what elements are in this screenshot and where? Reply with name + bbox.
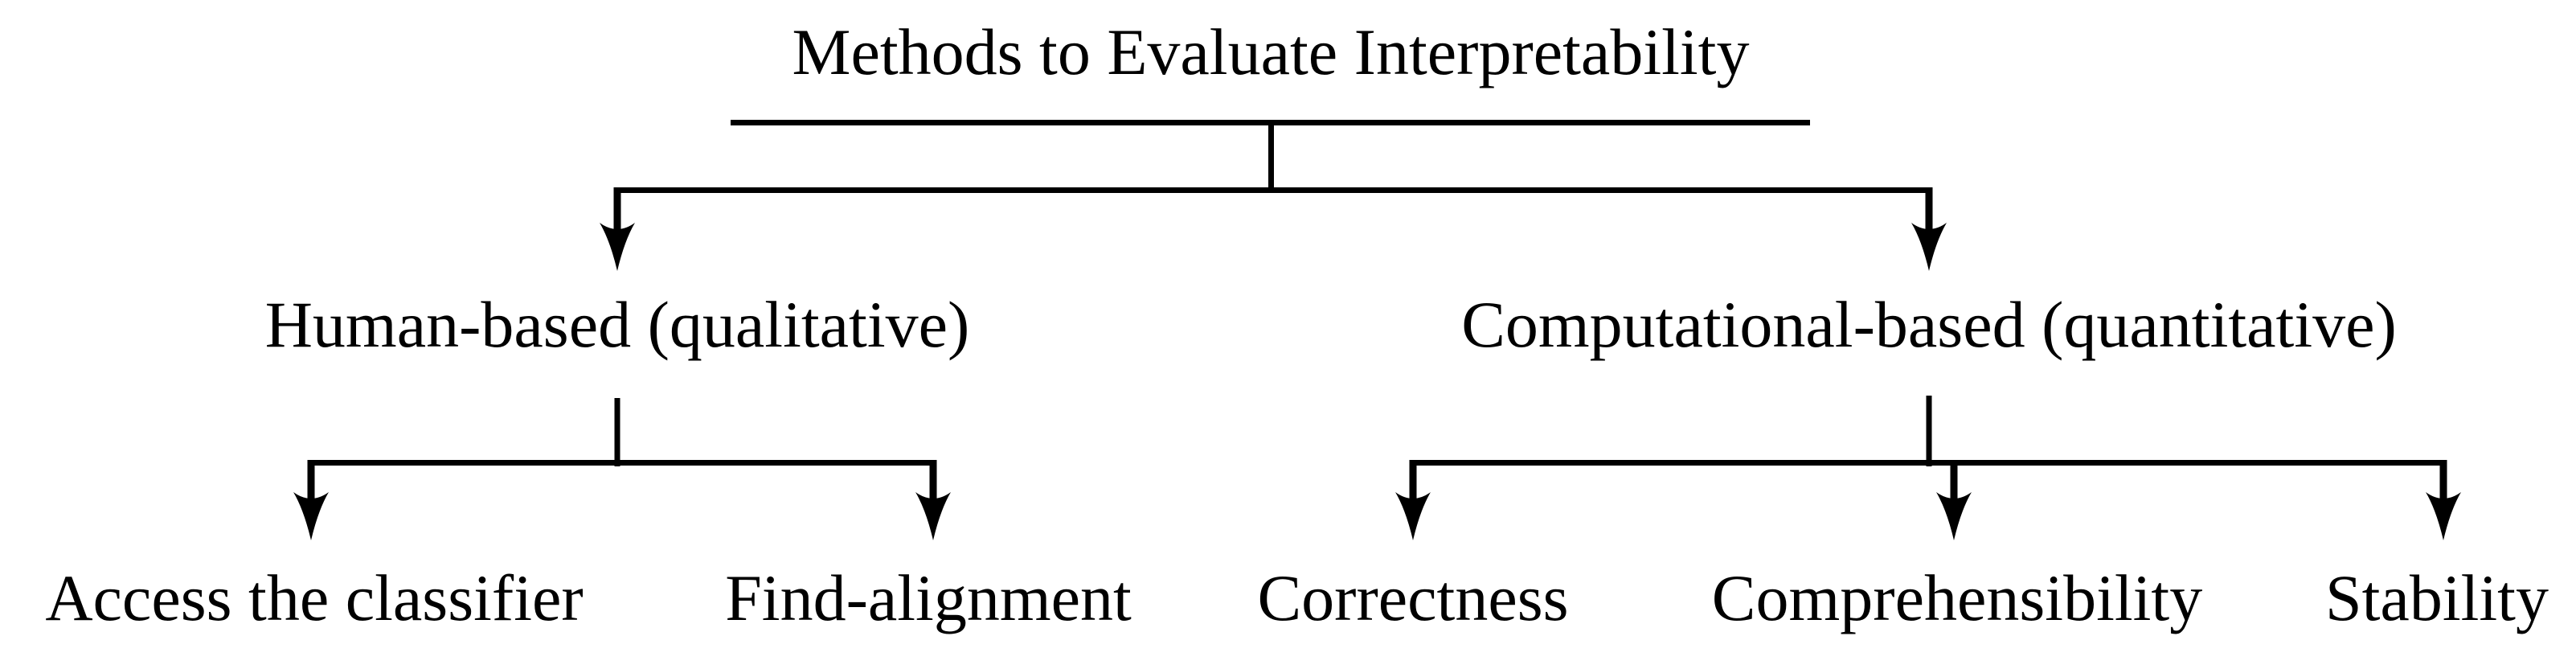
node-human-based: Human-based (qualitative) [264,288,970,361]
computational-crossbar [1410,460,2447,466]
node-access-the-classifier: Access the classifier [45,561,584,634]
arrow-shaft-correctness [1409,460,1417,520]
arrow-shaft-human [613,187,621,249]
arrow-head-icon [1911,223,1947,271]
arrow-head-icon [1395,492,1431,540]
branch-crossbar [614,187,1932,193]
node-computational-based: Computational-based (quantitative) [1461,288,2397,361]
node-comprehensibility: Comprehensibility [1711,561,2203,634]
arrow-shaft-access-classifier [307,460,315,520]
arrow-head-icon [293,492,329,540]
human-stub-line [614,398,620,466]
node-stability: Stability [2325,561,2549,634]
arrow-head-icon [915,492,951,540]
arrow-shaft-comprehensibility [1950,460,1958,520]
arrow-head-icon [600,223,635,271]
arrow-shaft-find-alignment [929,460,937,520]
arrow-shaft-computational [1925,187,1933,249]
human-crossbar [308,460,936,466]
arrow-head-icon [2426,492,2461,540]
arrow-head-icon [1936,492,1972,540]
arrow-shaft-stability [2439,460,2447,520]
root-drop-line [1268,120,1274,193]
computational-stub-line [1926,396,1932,466]
node-root-title: Methods to Evaluate Interpretability [792,15,1750,88]
node-correctness: Correctness [1257,561,1569,634]
node-find-alignment: Find-alignment [725,561,1132,634]
